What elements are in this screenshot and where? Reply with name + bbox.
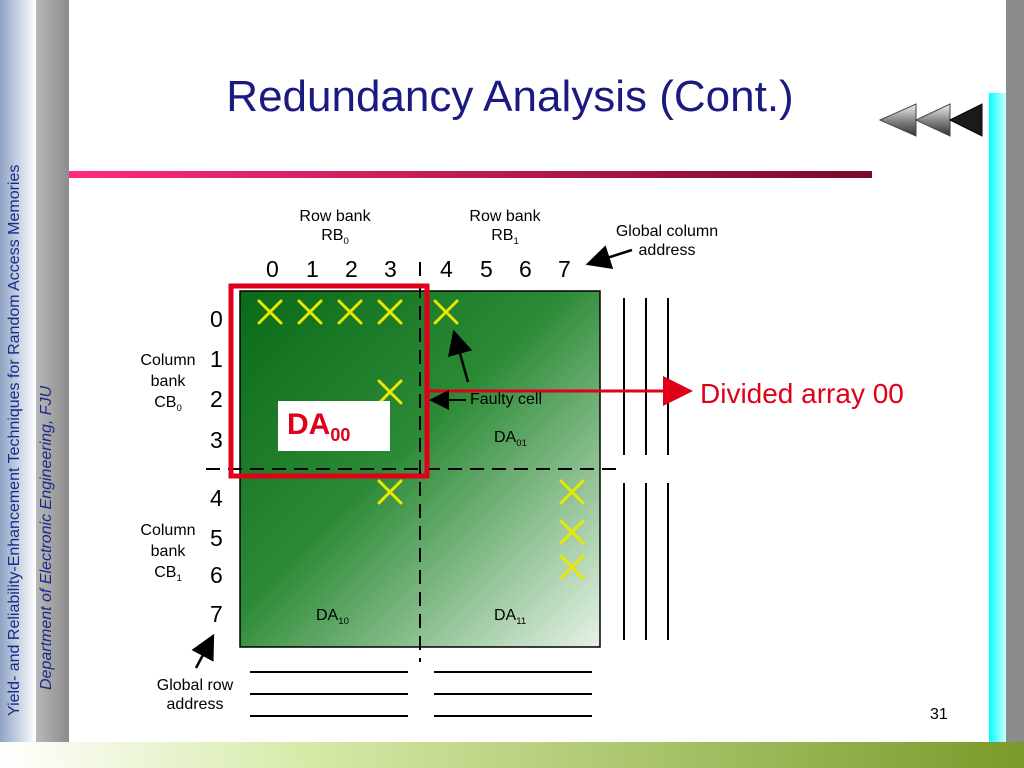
- da00-label: DA00: [287, 408, 351, 445]
- row-number: 2: [210, 386, 223, 412]
- column-bank-0-label: Column bank CB0: [128, 350, 208, 419]
- column-bank-1-line1: Column: [140, 522, 196, 539]
- row-bank-1-label: Row bank RB1: [455, 207, 555, 251]
- faulty-cell-mark: [377, 299, 403, 325]
- row-number: 7: [210, 601, 223, 627]
- row-bank-0-line2: RB0: [321, 227, 349, 248]
- right-gray-band: [1006, 0, 1024, 742]
- faulty-cell-mark: [559, 519, 585, 545]
- row-number: 5: [210, 525, 223, 551]
- faulty-cell-mark: [257, 299, 283, 325]
- faulty-cell-mark: [559, 479, 585, 505]
- column-bank-0-line2: bank: [150, 373, 186, 390]
- row-number: 3: [210, 427, 223, 453]
- faulty-cell-mark: [377, 379, 403, 405]
- da10-label: DA10: [316, 607, 349, 628]
- column-bank-0-line3: CB0: [154, 394, 182, 415]
- row-number: 0: [210, 306, 223, 332]
- global-row-address-label: Global row address: [140, 676, 250, 714]
- da01-label: DA01: [494, 429, 527, 450]
- column-bank-1-line3: CB1: [154, 564, 182, 585]
- global-column-address-line1: Global column: [615, 223, 719, 240]
- bottom-gradient-band: [0, 742, 1024, 768]
- row-number: 4: [210, 485, 223, 511]
- da00-highlight-box: [228, 283, 430, 479]
- column-number: 2: [345, 256, 358, 282]
- faulty-cell-mark: [433, 299, 459, 325]
- faulty-cell-mark: [559, 554, 585, 580]
- column-number: 6: [519, 256, 532, 282]
- faulty-cell-mark: [377, 479, 403, 505]
- right-cyan-band: [989, 93, 1006, 742]
- faulty-cells: [257, 299, 585, 580]
- column-bank-1-line2: bank: [150, 543, 186, 560]
- column-bank-0-line1: Column: [140, 352, 196, 369]
- column-number: 0: [266, 256, 279, 282]
- column-number: 5: [480, 256, 493, 282]
- left-gradient-band: [0, 0, 36, 768]
- global-row-address-line2: address: [166, 696, 224, 713]
- row-number: 1: [210, 346, 223, 372]
- row-number: 6: [210, 562, 223, 588]
- row-bank-0-label: Row bank RB0: [285, 207, 385, 251]
- faulty-cell-label: Faulty cell: [470, 391, 543, 408]
- da11-label: DA11: [494, 607, 527, 628]
- column-number: 7: [558, 256, 571, 282]
- da00-label-box: [278, 401, 390, 451]
- column-bank-1-label: Column bank CB1: [128, 520, 208, 589]
- global-column-address-label: Global column address: [598, 222, 736, 260]
- faulty-cell-mark: [337, 299, 363, 325]
- column-number: 1: [306, 256, 319, 282]
- column-number: 4: [440, 256, 453, 282]
- column-number: 3: [384, 256, 397, 282]
- faulty-cell-mark: [297, 299, 323, 325]
- row-bank-0-line1: Row bank: [299, 208, 371, 225]
- row-bank-1-line1: Row bank: [469, 208, 541, 225]
- global-column-address-line2: address: [638, 242, 696, 259]
- back-arrow-icon[interactable]: [948, 103, 983, 137]
- divided-array-label: Divided array 00: [700, 378, 904, 409]
- row-bank-1-line2: RB1: [491, 227, 519, 248]
- faulty-cell-arrow: [448, 329, 473, 383]
- global-column-arrow: [585, 245, 633, 270]
- title-rule: [69, 171, 872, 178]
- page-number: 31: [930, 706, 948, 723]
- global-row-arrow: [191, 633, 215, 669]
- global-row-address-line1: Global row: [156, 677, 234, 694]
- slide-title: Redundancy Analysis (Cont.): [226, 72, 794, 121]
- nav-back-arrows[interactable]: [876, 100, 986, 140]
- left-gray-band: [36, 0, 69, 742]
